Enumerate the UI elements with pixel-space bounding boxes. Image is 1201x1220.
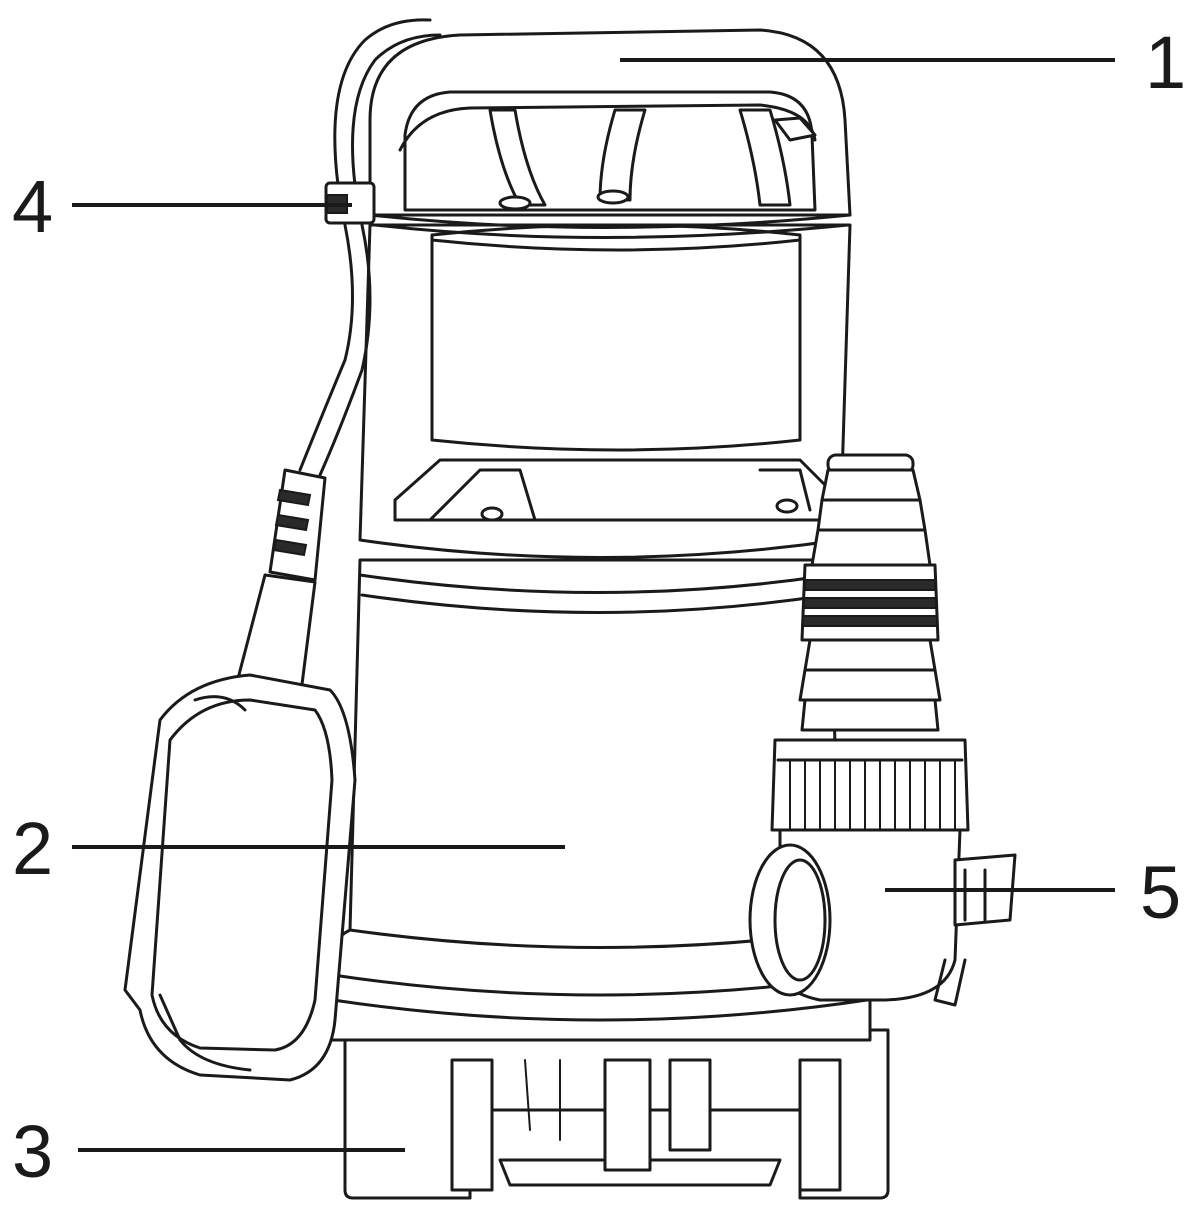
callout-number-1: 1: [1145, 21, 1186, 104]
power-cable: [298, 18, 442, 477]
callout-number-3: 3: [12, 1110, 53, 1193]
float-switch: [123, 468, 357, 1082]
outlet-connector: [770, 453, 970, 832]
carry-handle: [368, 28, 852, 239]
outlet-elbow: [748, 828, 1017, 1007]
callout-number-5: 5: [1140, 851, 1181, 934]
base-stand: [343, 1028, 890, 1200]
callout-number-4: 4: [12, 165, 53, 248]
callout-number-2: 2: [12, 807, 53, 890]
motor-section: [358, 223, 852, 559]
